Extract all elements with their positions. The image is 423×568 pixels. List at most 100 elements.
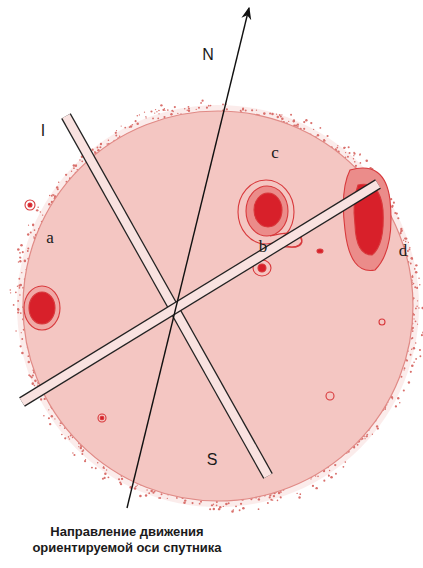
limb-dot xyxy=(299,493,301,495)
north-label: N xyxy=(202,47,214,63)
limb-dot xyxy=(310,122,312,124)
limb-dot xyxy=(400,376,402,378)
limb-dot xyxy=(199,503,201,505)
limb-dot xyxy=(411,258,413,260)
limb-dot xyxy=(129,126,131,128)
limb-dot xyxy=(396,212,398,214)
limb-dot xyxy=(417,300,418,301)
limb-dot xyxy=(83,449,85,451)
limb-dot xyxy=(415,358,417,360)
limb-dot xyxy=(158,110,160,112)
limb-dot xyxy=(200,501,202,503)
limb-dot xyxy=(158,113,159,114)
limb-dot xyxy=(10,292,11,293)
limb-dot xyxy=(177,113,178,114)
limb-dot xyxy=(61,434,63,436)
limb-dot xyxy=(17,309,19,311)
limb-dot xyxy=(69,438,71,440)
limb-dot xyxy=(366,434,368,436)
limb-dot xyxy=(209,508,211,510)
limb-dot xyxy=(150,110,152,112)
limb-dot xyxy=(100,143,102,145)
limb-dot xyxy=(270,499,272,501)
limb-dot xyxy=(34,385,36,387)
limb-dot xyxy=(136,123,138,125)
limb-dot xyxy=(269,113,271,115)
limb-dot xyxy=(188,108,190,110)
limb-dot xyxy=(414,286,416,288)
limb-dot xyxy=(278,492,281,495)
limb-dot xyxy=(84,460,86,462)
limb-dot xyxy=(409,249,411,251)
limb-dot xyxy=(21,332,22,333)
limb-dot xyxy=(40,211,41,212)
limb-dot xyxy=(416,287,418,289)
limb-dot xyxy=(415,342,417,344)
limb-dot xyxy=(73,454,75,456)
solar-disk xyxy=(23,111,413,501)
limb-dot xyxy=(28,361,30,363)
limb-dot xyxy=(251,109,253,111)
limb-dot xyxy=(418,278,419,279)
limb-dot xyxy=(102,478,104,480)
limb-dot xyxy=(235,505,237,507)
limb-dot xyxy=(167,109,169,111)
limb-dot xyxy=(208,105,210,107)
limb-dot xyxy=(312,485,314,487)
limb-dot xyxy=(359,153,361,155)
limb-dot xyxy=(392,205,394,207)
limb-dot xyxy=(411,257,413,259)
limb-dot xyxy=(269,496,271,498)
limb-dot xyxy=(121,125,122,126)
limb-dot xyxy=(73,167,75,169)
limb-dot xyxy=(408,381,410,383)
limb-dot xyxy=(139,114,140,115)
limb-dot xyxy=(413,361,415,363)
limb-dot xyxy=(196,109,197,110)
limb-dot xyxy=(315,487,317,489)
limb-dot xyxy=(336,147,338,149)
limb-dot xyxy=(296,493,297,494)
limb-dot xyxy=(81,160,83,162)
limb-dot xyxy=(184,499,186,501)
limb-dot xyxy=(406,360,408,362)
limb-dot xyxy=(154,112,155,113)
limb-dot xyxy=(188,110,190,112)
limb-dot xyxy=(413,318,414,319)
limb-dot xyxy=(137,115,139,117)
limb-dot xyxy=(242,108,244,110)
limb-dot xyxy=(400,228,402,230)
limb-dot xyxy=(135,120,137,122)
limb-dot xyxy=(411,276,413,278)
limb-dot xyxy=(52,194,53,195)
limb-dot xyxy=(360,162,362,164)
limb-dot xyxy=(184,108,186,110)
limb-dot xyxy=(115,132,117,134)
limb-dot xyxy=(20,244,22,246)
limb-dot xyxy=(353,153,355,155)
limb-dot xyxy=(27,233,29,235)
limb-dot xyxy=(391,206,393,208)
limb-dot xyxy=(326,135,328,137)
limb-dot xyxy=(411,364,414,367)
limb-dot xyxy=(344,147,346,149)
limb-dot xyxy=(377,427,379,429)
scan-label: I xyxy=(41,123,45,139)
limb-dot xyxy=(310,478,311,479)
limb-dot xyxy=(171,110,173,112)
limb-dot xyxy=(280,496,282,498)
limb-dot xyxy=(399,402,401,404)
limb-dot xyxy=(297,124,298,125)
limb-dot xyxy=(288,121,289,122)
limb-dot xyxy=(324,140,326,142)
limb-dot xyxy=(347,156,349,158)
limb-dot xyxy=(280,497,281,498)
limb-dot xyxy=(17,311,19,313)
limb-dot xyxy=(211,504,213,506)
limb-dot xyxy=(72,452,73,453)
limb-dot xyxy=(48,417,50,419)
limb-dot xyxy=(24,260,27,263)
limb-dot xyxy=(91,467,93,469)
limb-dot xyxy=(400,230,402,232)
